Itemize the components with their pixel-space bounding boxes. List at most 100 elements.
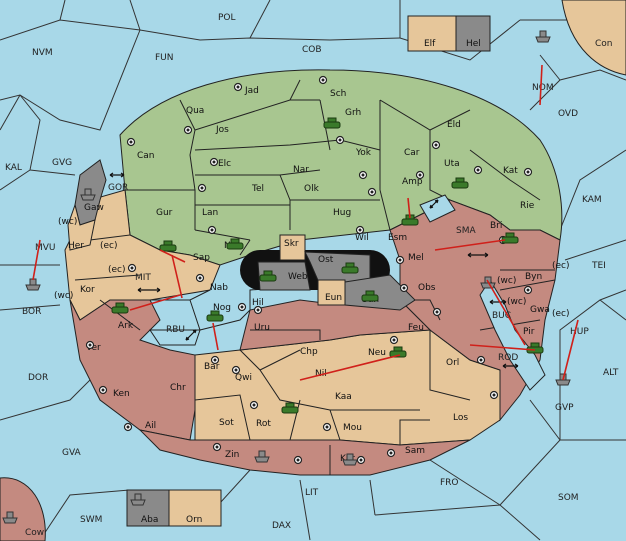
coast-tag-kor-ec: (ec) (108, 265, 126, 275)
lake-sma (419, 194, 456, 223)
army-unit-icon[interactable] (206, 310, 224, 322)
province-web[interactable] (257, 261, 311, 291)
passage-sma-east (467, 252, 489, 258)
land-label-grh: Grh (345, 108, 361, 118)
sea-label-gor: GOR (108, 183, 128, 193)
land-label-can: Can (137, 151, 155, 161)
land-label-uta: Uta (444, 159, 460, 169)
sea-label-swm: SWM (80, 515, 102, 525)
land-label-gwa: Gwa (530, 305, 550, 315)
sea-label-fro: FRO (440, 478, 459, 488)
passage-rod (502, 363, 519, 369)
sea-label-ovd: OVD (558, 109, 578, 119)
army-unit-icon[interactable] (226, 238, 244, 250)
land-label-obs: Obs (418, 283, 436, 293)
sea-label-rod: ROD (498, 353, 518, 363)
fleet-unit-icon[interactable] (130, 493, 146, 506)
land-label-ost: Ost (318, 255, 334, 265)
army-unit-icon[interactable] (111, 302, 129, 314)
sea-label-alt: ALT (603, 368, 619, 378)
province-orn[interactable] (168, 489, 222, 527)
order-arrow-esm (407, 197, 411, 219)
supply-center-dot (526, 170, 530, 174)
supply-center-dot (213, 358, 217, 362)
army-unit-icon[interactable] (259, 270, 277, 282)
land-label-eld: Eld (447, 120, 461, 130)
supply-center-dot (402, 286, 406, 290)
supply-center-dot (389, 451, 393, 455)
army-unit-icon[interactable] (159, 240, 177, 252)
supply-center-dot (479, 358, 483, 362)
passage-mit (137, 287, 161, 293)
sea-label-hup: HUP (570, 327, 589, 337)
province-skr[interactable] (279, 234, 306, 261)
sea-label-rbu: RBU (166, 325, 185, 335)
fleet-unit-icon[interactable] (342, 453, 358, 466)
land-label-aba: Aba (141, 515, 158, 525)
fleet-unit-icon[interactable] (535, 30, 551, 43)
land-label-yok: Yok (355, 148, 372, 158)
land-label-orl: Orl (446, 358, 459, 368)
order-arrow-bri (434, 239, 506, 251)
fleet-unit-icon[interactable] (25, 278, 41, 291)
order-arrow-nom (539, 64, 543, 106)
province-aba[interactable] (126, 489, 170, 527)
coast-tag-byn-wc: (wc) (497, 276, 516, 286)
army-unit-icon[interactable] (281, 402, 299, 414)
land-label-gaw: Gaw (84, 203, 104, 213)
fleet-unit-icon[interactable] (254, 450, 270, 463)
supply-center-dot (130, 266, 134, 270)
supply-center-dot (234, 368, 238, 372)
passage-rbu (185, 329, 197, 341)
order-arrow-ark (129, 294, 181, 311)
army-unit-icon[interactable] (361, 290, 379, 302)
supply-center-dot (361, 173, 365, 177)
sea-label-gvg: GVG (52, 158, 72, 168)
land-label-nab: Nab (210, 283, 228, 293)
supply-center-dot (358, 228, 362, 232)
land-label-ail: Ail (145, 421, 156, 431)
sea-label-kam: KAM (582, 195, 602, 205)
supply-center-dot (198, 276, 202, 280)
army-unit-icon[interactable] (341, 262, 359, 274)
sea-label-mvu: MVU (35, 243, 56, 253)
army-unit-icon[interactable] (323, 117, 341, 129)
land-label-hil: Hil (252, 298, 264, 308)
army-unit-icon[interactable] (501, 232, 519, 244)
order-arrow-sap-move (171, 254, 183, 299)
army-unit-icon[interactable] (526, 342, 544, 354)
land-label-kaa: Kaa (335, 392, 352, 402)
land-label-ver: Ver (86, 343, 101, 353)
fleet-unit-icon[interactable] (2, 511, 18, 524)
supply-center-dot (252, 403, 256, 407)
land-label-lan: Lan (202, 208, 218, 218)
army-unit-icon[interactable] (389, 346, 407, 358)
sea-label-nvm: NVM (32, 48, 53, 58)
sea-label-dor: DOR (28, 373, 48, 383)
order-arrow-nog (212, 322, 219, 351)
supply-center-dot (210, 228, 214, 232)
land-label-sot: Sot (219, 418, 234, 428)
province-hel[interactable] (455, 15, 491, 52)
supply-center-dot (526, 288, 530, 292)
land-label-elc: Elc (218, 159, 231, 169)
sea-label-sma: SMA (456, 226, 476, 236)
supply-center-dot (338, 138, 342, 142)
land-label-web: Web (288, 272, 308, 282)
land-label-hug: Hug (333, 208, 351, 218)
land-label-mel: Mel (408, 253, 424, 263)
province-sun[interactable] (344, 274, 416, 311)
land-label-ken: Ken (113, 389, 130, 399)
land-label-hel: Hel (466, 39, 481, 49)
army-unit-icon[interactable] (451, 177, 469, 189)
supply-center-dot (126, 425, 130, 429)
sea-label-fun: FUN (155, 53, 174, 63)
land-label-qwi: Qwi (235, 373, 252, 383)
province-elf[interactable] (407, 15, 457, 52)
fleet-unit-icon[interactable] (80, 188, 96, 201)
land-label-eun: Eun (325, 293, 342, 303)
coast-tag-gwa-wc: (wc) (507, 297, 526, 307)
land-label-esm: Esm (388, 233, 407, 243)
supply-center-dot (129, 140, 133, 144)
